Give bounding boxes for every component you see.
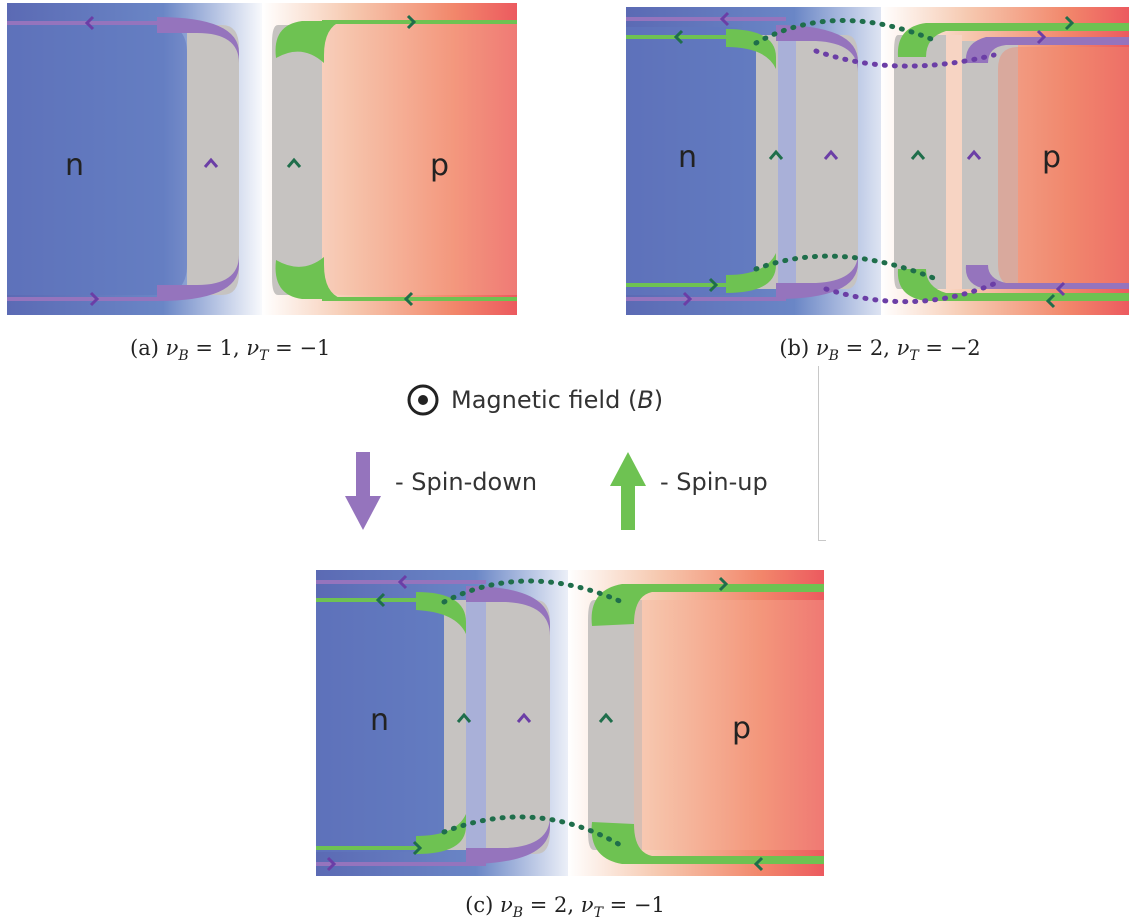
divider-vertical	[818, 366, 819, 540]
caption-a: (a) νB = 1, νT = −1	[130, 336, 331, 365]
panel-a-right: p	[262, 3, 517, 315]
caption-b: (b) νB = 2, νT = −2	[779, 336, 981, 365]
spin-down-arrow-icon	[345, 452, 381, 530]
n-label: n	[65, 148, 84, 183]
panel-c-diagram: n p	[316, 570, 824, 876]
legend-magnetic-field: Magnetic field (B)	[405, 380, 663, 420]
p-label: p	[732, 711, 751, 746]
legend-spin-down: - Spin-down	[345, 452, 537, 530]
legend-spin-up: - Spin-up	[610, 452, 768, 530]
n-label: n	[370, 703, 389, 738]
p-label: p	[430, 148, 449, 183]
field-out-of-page-icon	[407, 384, 439, 416]
divider-tick	[818, 540, 826, 541]
panel-b: n p	[626, 7, 1129, 315]
n-label: n	[678, 140, 697, 175]
caption-c: (c) νB = 2, νT = −1	[465, 893, 665, 922]
spin-down-channel	[187, 25, 239, 295]
p-label: p	[1042, 140, 1061, 175]
panel-b-diagram: n p	[626, 7, 1129, 315]
spin-up-channel	[272, 25, 322, 295]
spin-up-arrow-icon	[610, 452, 646, 530]
panel-c: n p	[316, 570, 824, 876]
